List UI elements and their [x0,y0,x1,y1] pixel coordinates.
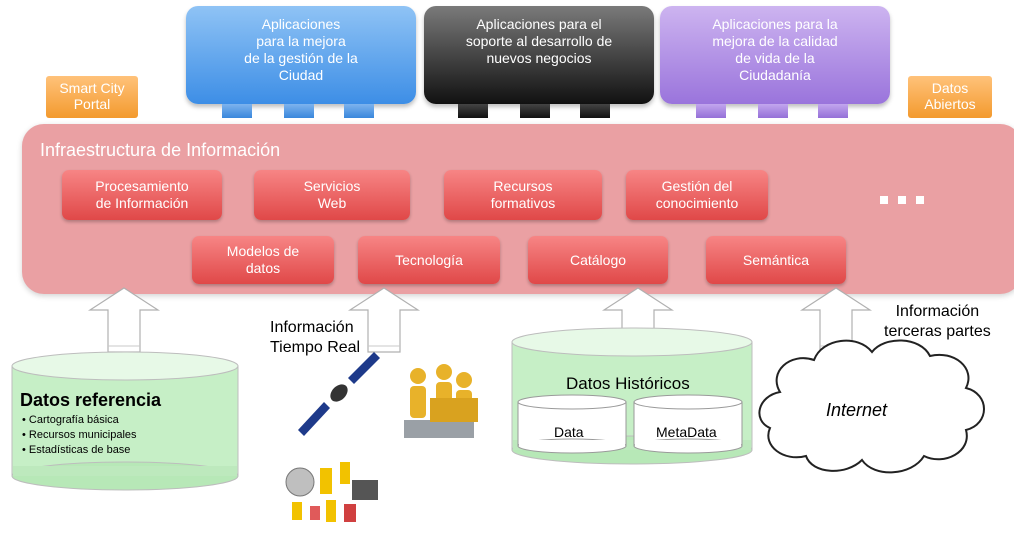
box-recursos-formativos: Recursos formativos [444,170,602,220]
data-label: Data [554,424,584,440]
meeting-people-icon [404,364,478,438]
connector-peg [458,104,488,118]
ellipsis-icon [880,196,924,204]
datos-referencia-cylinder [11,351,239,491]
referencia-item: • Cartografía básica [22,414,119,426]
connector-peg [344,104,374,118]
connector-peg [696,104,726,118]
box-semantica: Semántica [706,236,846,284]
info-tiempo-real: Información Tiempo Real [270,319,361,356]
info-terceras-partes: Información terceras partes [884,303,991,340]
sensors-icon [285,462,378,522]
satellite-icon [298,352,380,436]
connector-peg [222,104,252,118]
referencia-item: • Estadísticas de base [22,444,131,456]
app-gestion-ciudad: Aplicaciones para la mejora de la gestió… [186,6,416,104]
datos-referencia-title: Datos referencia [20,390,162,410]
connector-peg [284,104,314,118]
box-modelos-datos: Modelos de datos [192,236,334,284]
referencia-item: • Recursos municipales [22,429,137,441]
cloud-icon [758,339,985,474]
datos-historicos-title: Datos Históricos [566,374,690,393]
metadata-label: MetaData [656,424,717,440]
infraestructura-title: Infraestructura de Información [40,140,281,160]
app-calidad-vida: Aplicaciones para la mejora de la calida… [660,6,890,104]
box-servicios-web: Servicios Web [254,170,410,220]
connector-peg [758,104,788,118]
connector-peg [818,104,848,118]
connector-peg [580,104,610,118]
box-tecnologia: Tecnología [358,236,500,284]
connector-peg [520,104,550,118]
arrow-up-icon [347,287,421,353]
internet-label: Internet [826,400,888,420]
box-procesamiento: Procesamiento de Información [62,170,222,220]
metadata-cylinder [633,394,743,454]
box-gestion-conocimiento: Gestión del conocimiento [626,170,768,220]
smart-city-portal: Smart City Portal [46,76,138,118]
data-cylinder [517,394,627,454]
arrow-up-icon [87,287,161,353]
datos-abiertos: Datos Abiertos [908,76,992,118]
box-catalogo: Catálogo [528,236,668,284]
app-nuevos-negocios: Aplicaciones para el soporte al desarrol… [424,6,654,104]
